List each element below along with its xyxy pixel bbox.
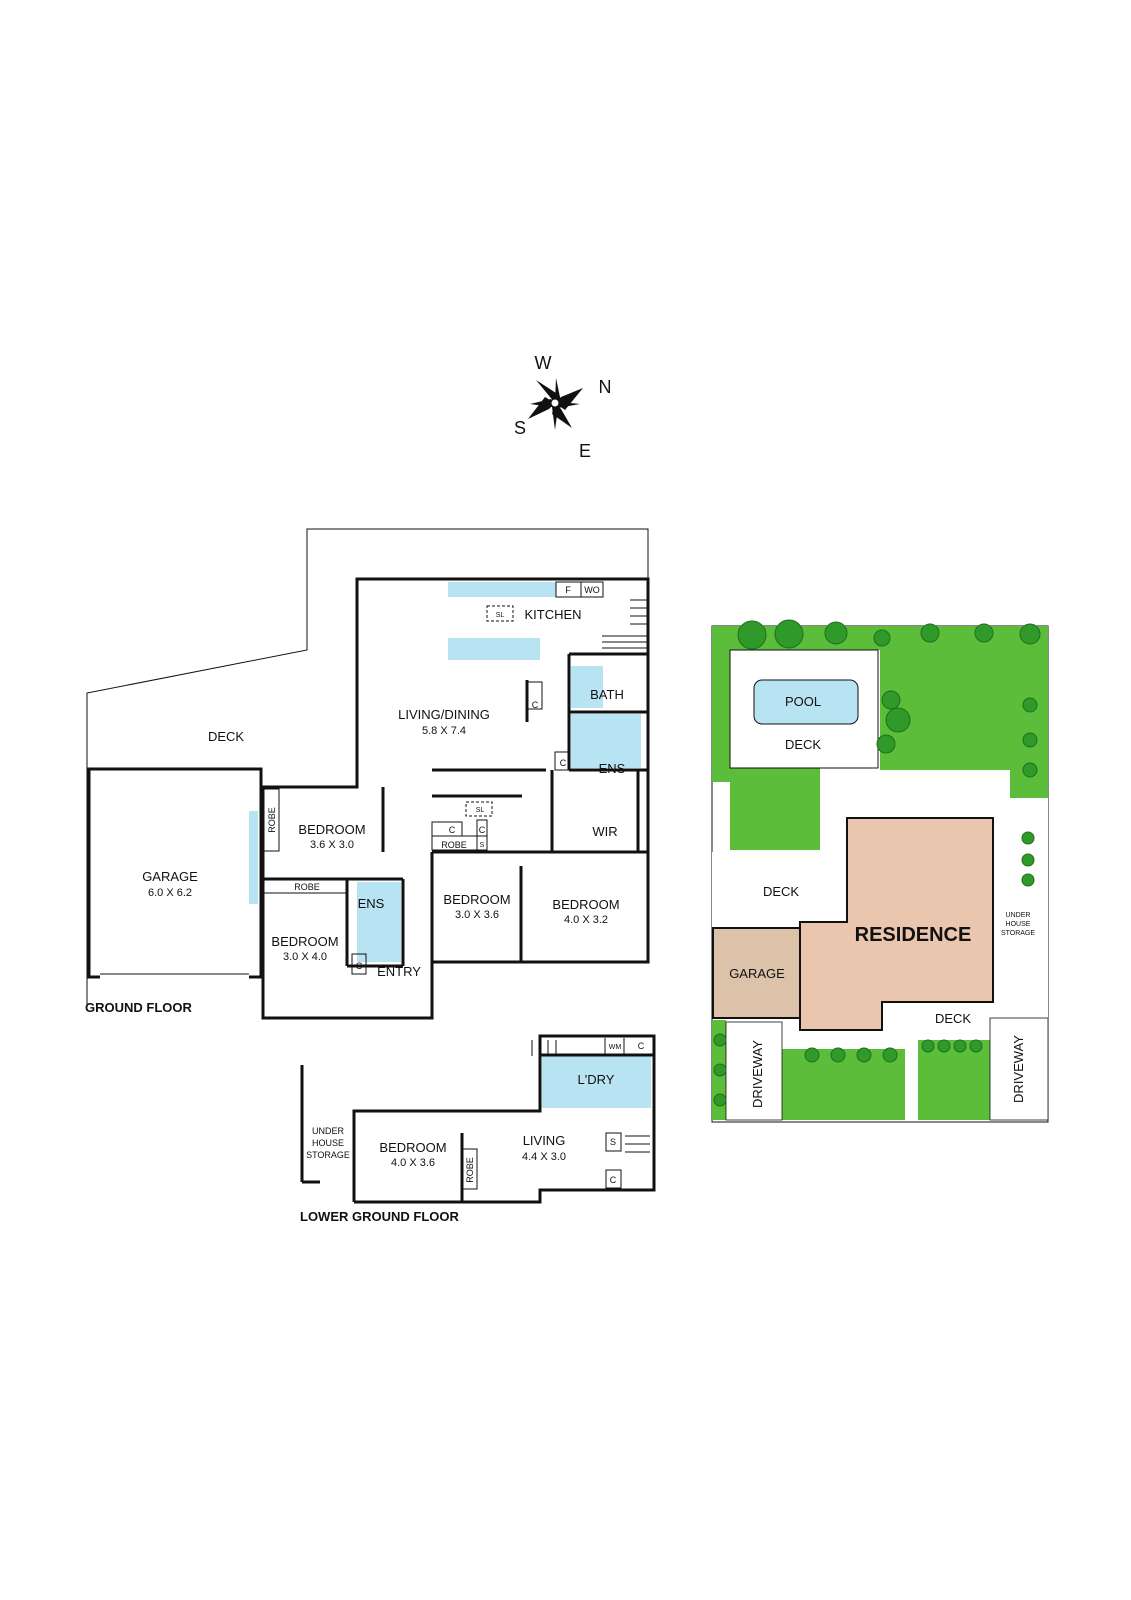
cupboard-label-lower-2: C [610,1175,617,1185]
wall-oven-label: WO [584,585,600,595]
compass-south: S [514,418,526,438]
deck-outline [86,528,649,785]
entry-label: ENTRY [377,964,421,979]
lower-bedroom-dim: 4.0 X 3.6 [391,1157,435,1169]
lower-robe-label: ROBE [465,1157,475,1183]
robe-label-1: ROBE [267,807,277,833]
cupboard-label-1: C [532,700,539,710]
lower-living-label: LIVING [523,1133,566,1148]
pool-label: POOL [785,694,821,709]
bedroom-1-label: BEDROOM [298,822,365,837]
driveway-left-label: DRIVEWAY [750,1040,765,1108]
garage-window-strip [249,811,258,904]
cupboard-label-4: C [479,825,486,835]
kitchen-bench [448,582,556,597]
laundry-label: L'DRY [578,1072,615,1087]
residence-footprint [799,817,994,1031]
site-garage-label: GARAGE [729,966,785,981]
lower-living-dim: 4.4 X 3.0 [522,1151,566,1163]
site-deck-front-label: DECK [935,1011,971,1026]
deck-label: DECK [208,729,244,744]
fridge-label: F [565,585,571,595]
site-deck-left-label: DECK [763,884,799,899]
lower-ground-floor-title: LOWER GROUND FLOOR [300,1209,459,1224]
bedroom-1-dim: 3.6 X 3.0 [310,839,354,851]
garage-label: GARAGE [142,869,198,884]
pool-shape [753,679,859,725]
site-plan: POOL DECK DECK RESIDENCE GARAGE DECK UND… [711,619,1049,1123]
driveway-right-label: DRIVEWAY [1011,1035,1026,1103]
robe-label-2: ROBE [294,882,320,892]
stairs-lower [531,1040,650,1153]
under-house-storage-line-1: UNDER [312,1126,345,1136]
ensuite-label: ENS [599,761,626,776]
washing-machine-label: WM [609,1044,622,1051]
under-house-storage-line-3: STORAGE [306,1150,350,1160]
site-storage-line-2: HOUSE [1006,921,1031,928]
compass-north: N [599,377,612,397]
ground-floor-title: GROUND FLOOR [85,1000,192,1015]
ensuite-area [571,714,641,768]
ground-floor-plan: DECK GARAGE 6.0 X 6.2 LIVING/DINING 5.8 … [85,528,650,1020]
site-storage-line-3: STORAGE [1001,930,1035,937]
living-dining-label: LIVING/DINING [398,707,490,722]
compass-east: E [579,441,591,461]
kitchen-label: KITCHEN [524,607,581,622]
skylight-label-1: SL [496,612,505,619]
bedroom-2-dim: 3.0 X 4.0 [283,951,327,963]
stairs-ground [602,599,648,649]
cupboard-label-lower-1: C [638,1041,645,1051]
site-deck-pool-label: DECK [785,737,821,752]
wir-label: WIR [592,824,617,839]
cupboard-label-5: C [356,961,363,971]
robe-label-3: ROBE [441,840,467,850]
skylight-label-2: SL [476,807,485,814]
bedroom-3-dim: 3.0 X 3.6 [455,909,499,921]
bedroom-4-label: BEDROOM [552,897,619,912]
site-storage-line-1: UNDER [1006,912,1031,919]
lower-ground-floor-plan: L'DRY WM C UNDER HOUSE STORAGE BEDROOM 4… [300,1034,656,1224]
residence-label: RESIDENCE [855,924,972,946]
bedroom-3-label: BEDROOM [443,892,510,907]
cupboard-label-2: C [560,758,567,768]
lower-bedroom-label: BEDROOM [379,1140,446,1155]
living-dining-dim: 5.8 X 7.4 [422,725,466,737]
ensuite-2-area [357,882,401,962]
ensuite-2-label: ENS [358,896,385,911]
compass-west: W [535,353,552,373]
cupboard-label-3: C [449,825,456,835]
trees [713,619,1041,1107]
bedroom-2-label: BEDROOM [271,934,338,949]
laundry-area [542,1055,651,1108]
under-house-storage-line-2: HOUSE [312,1138,344,1148]
compass-rose: W N S E [514,353,612,461]
bath-label: BATH [590,687,624,702]
shelf-label-lower: S [610,1137,616,1147]
bath-area [571,666,603,708]
kitchen-island [448,638,540,660]
garage-dim: 6.0 X 6.2 [148,887,192,899]
site-garage-footprint [712,927,801,1019]
bedroom-4-dim: 4.0 X 3.2 [564,914,608,926]
shelf-label: S [480,842,485,849]
